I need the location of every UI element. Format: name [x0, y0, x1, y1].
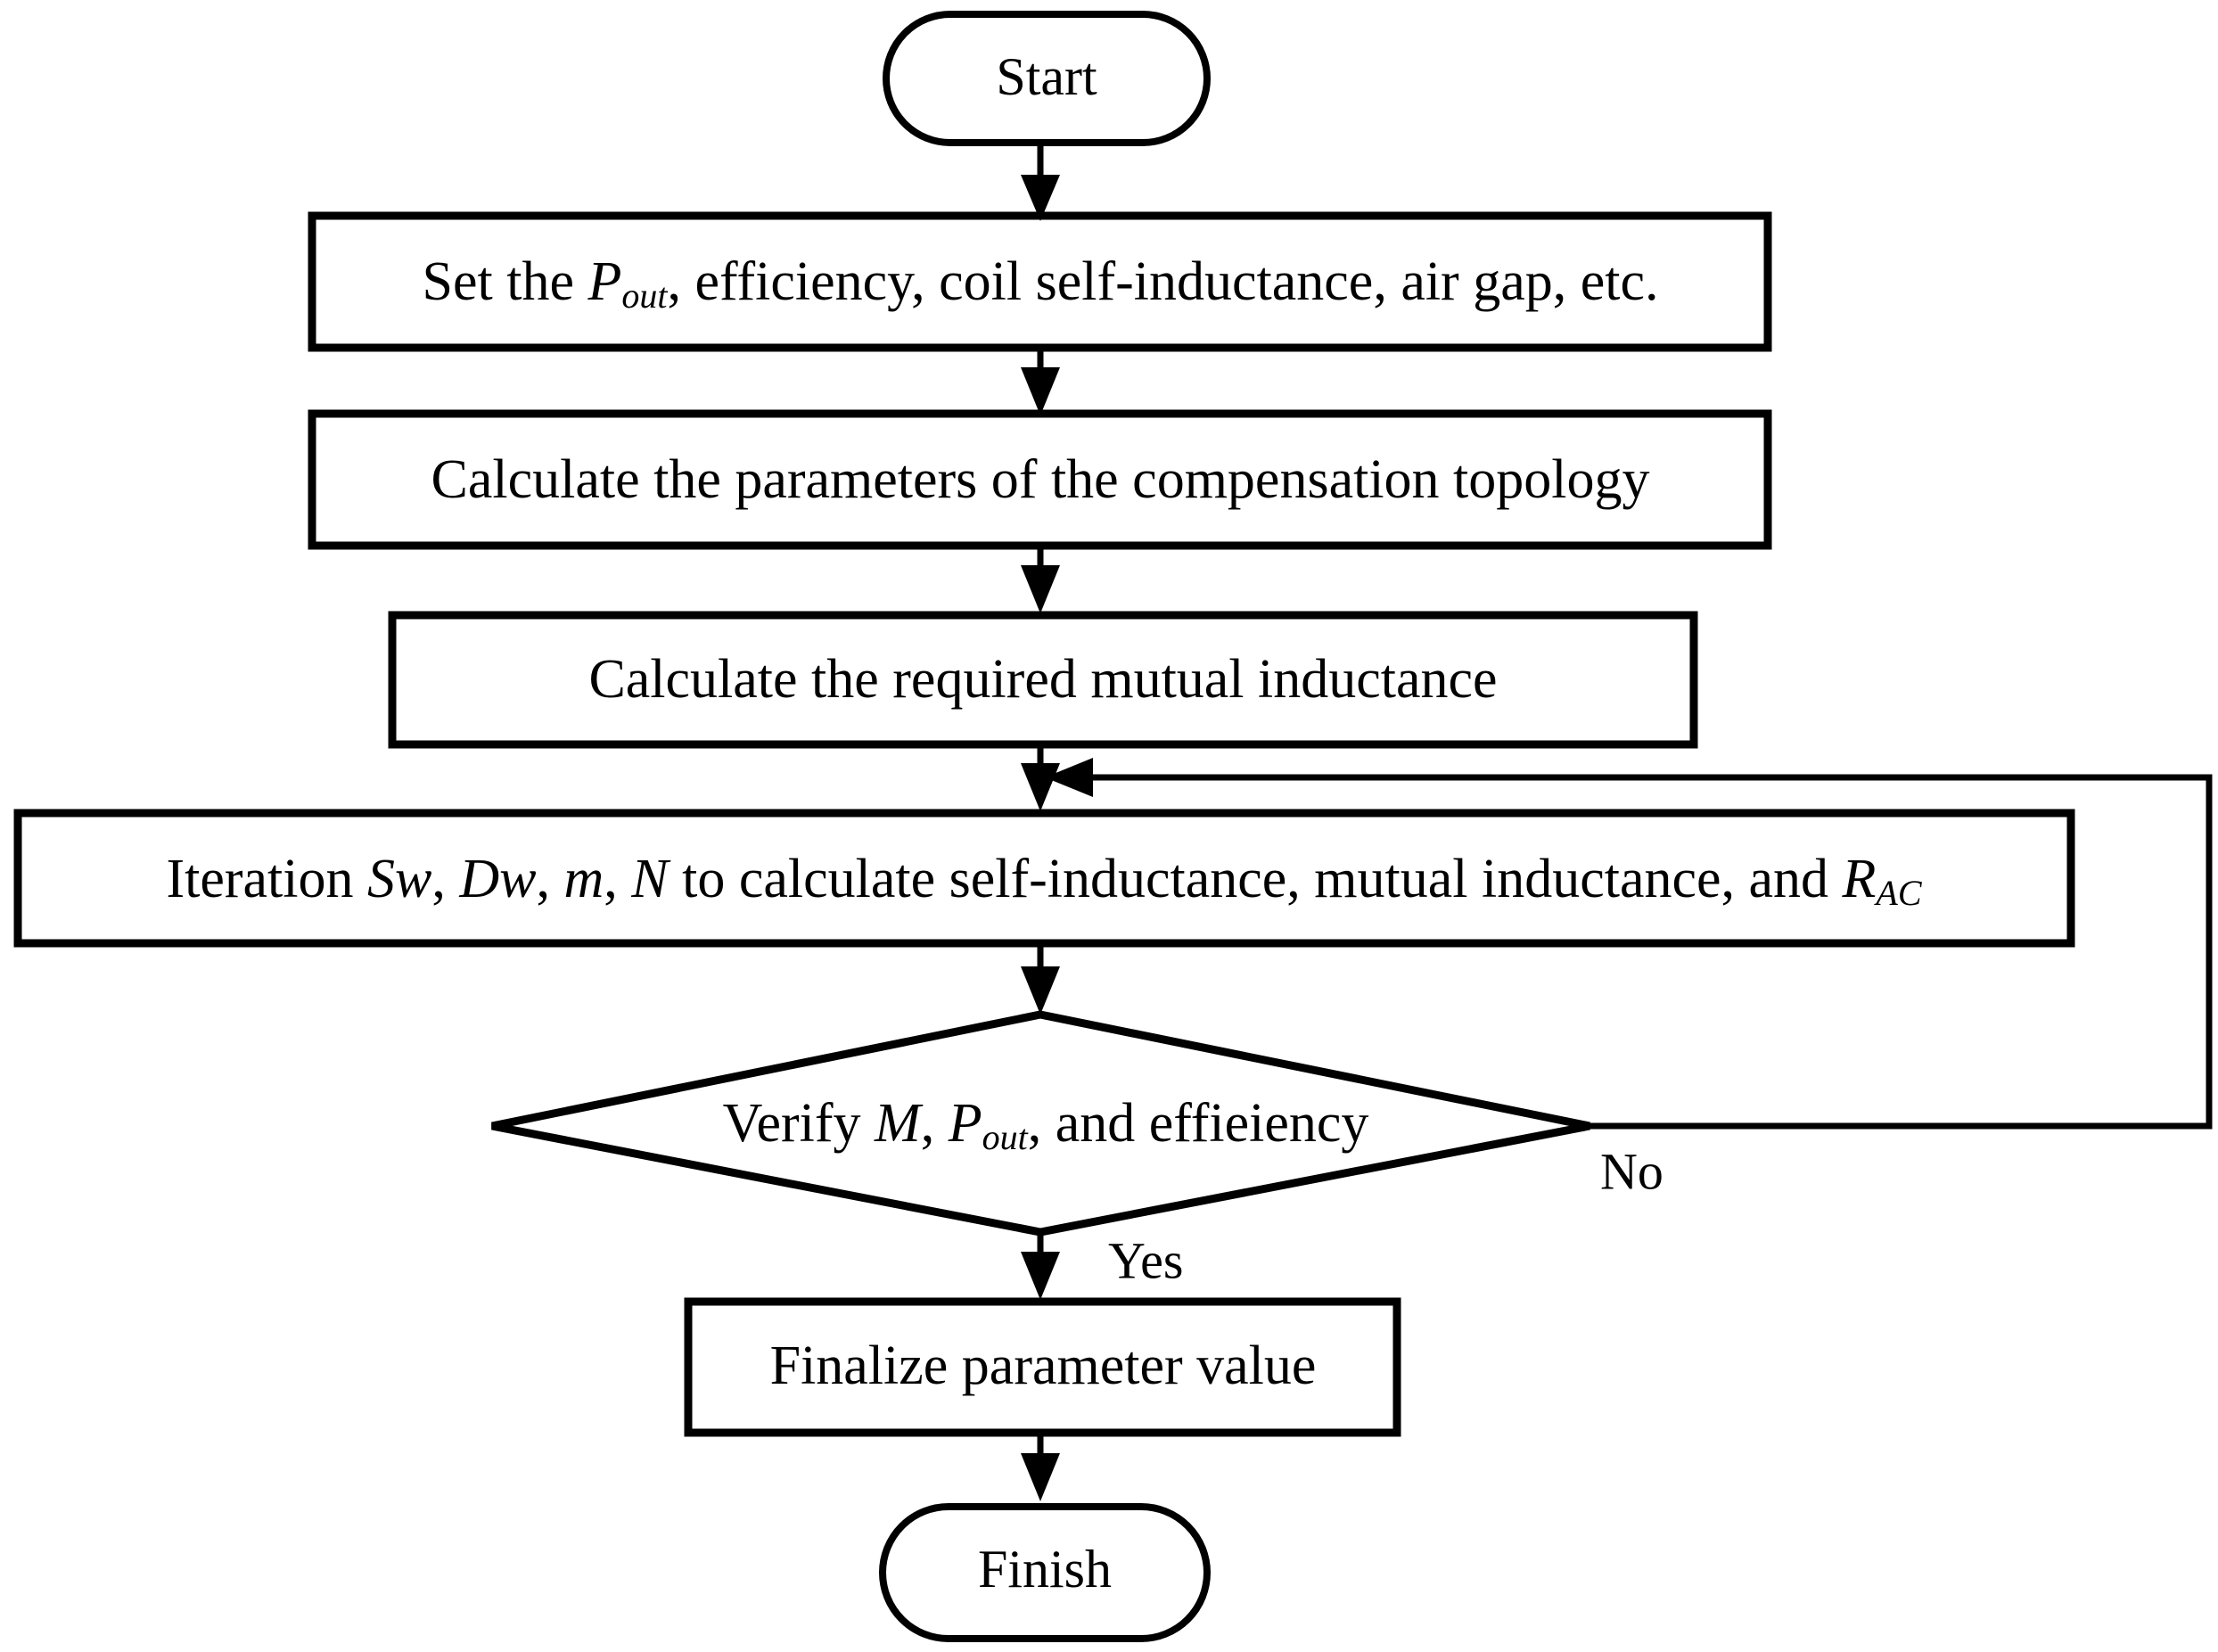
node-calc-mutual[interactable]: Calculate the required mutual inductance	[388, 611, 1698, 749]
verify-sep1: ,	[921, 1093, 949, 1154]
node-iteration-label: Iteration Sw, Dw, m, N to calculate self…	[166, 849, 1922, 913]
verify-seg2: , and effieiency	[1028, 1093, 1369, 1154]
node-finish[interactable]: Finish	[879, 1503, 1211, 1642]
iteration-var-dw: Dw	[458, 849, 536, 909]
node-calc-mutual-label: Calculate the required mutual inductance	[588, 649, 1497, 710]
node-finalize[interactable]: Finalize parameter value	[684, 1297, 1401, 1437]
iteration-sep2: ,	[536, 849, 563, 909]
node-start-label: Start	[996, 47, 1097, 106]
iteration-sep3: ,	[604, 849, 631, 909]
iteration-var-r: R	[1842, 849, 1877, 909]
iteration-seg1: Iteration	[166, 849, 367, 909]
node-calc-compensation[interactable]: Calculate the parameters of the compensa…	[308, 409, 1772, 550]
edge-iteration-to-verify	[1021, 943, 1060, 1015]
node-finish-label: Finish	[978, 1540, 1112, 1599]
node-verify-decision[interactable]: Verify M, Pout, and effieiency	[491, 1010, 1590, 1237]
set-params-var-sub: out	[621, 275, 668, 316]
verify-var-m: M	[874, 1093, 924, 1154]
node-start[interactable]: Start	[883, 11, 1211, 146]
edge-start-to-set-params	[1021, 143, 1060, 221]
node-set-params-label: Set the Pout, efficiency, coil self-indu…	[423, 251, 1659, 316]
iteration-var-n: N	[630, 849, 671, 909]
node-verify-label: Verify M, Pout, and effieiency	[723, 1093, 1369, 1157]
verify-var-p-sub: out	[982, 1117, 1029, 1157]
edge-label-yes: Yes	[1108, 1231, 1183, 1289]
iteration-sep1: ,	[431, 849, 459, 909]
edge-calc-mutual-to-iteration	[1021, 744, 1060, 811]
edge-finalize-to-finish	[1021, 1433, 1060, 1501]
node-calc-compensation-label: Calculate the parameters of the compensa…	[431, 449, 1650, 510]
iteration-var-r-sub: AC	[1873, 873, 1922, 913]
edge-verify-yes-to-finalize	[1021, 1232, 1060, 1300]
edge-calc-compensation-to-calc-mutual	[1021, 546, 1060, 613]
verify-seg1: Verify	[723, 1093, 875, 1154]
node-set-params[interactable]: Set the Pout, efficiency, coil self-indu…	[308, 211, 1772, 352]
edge-label-no: No	[1600, 1142, 1664, 1200]
node-finalize-label: Finalize parameter value	[770, 1336, 1317, 1396]
iteration-seg2: to calculate self-inductance, mutual ind…	[669, 849, 1843, 909]
iteration-var-sw: Sw	[367, 849, 431, 909]
node-iteration[interactable]: Iteration Sw, Dw, m, N to calculate self…	[13, 809, 2075, 948]
edge-set-params-to-calc-compensation	[1021, 348, 1060, 415]
set-params-var-p: P	[587, 251, 621, 312]
edge-verify-no-feedback-loop	[1045, 758, 2213, 1130]
set-params-prefix: Set the	[423, 251, 588, 312]
verify-var-p: P	[948, 1093, 982, 1154]
set-params-suffix: , efficiency, coil self-inductance, air …	[667, 251, 1658, 312]
iteration-var-m: m	[563, 849, 604, 909]
